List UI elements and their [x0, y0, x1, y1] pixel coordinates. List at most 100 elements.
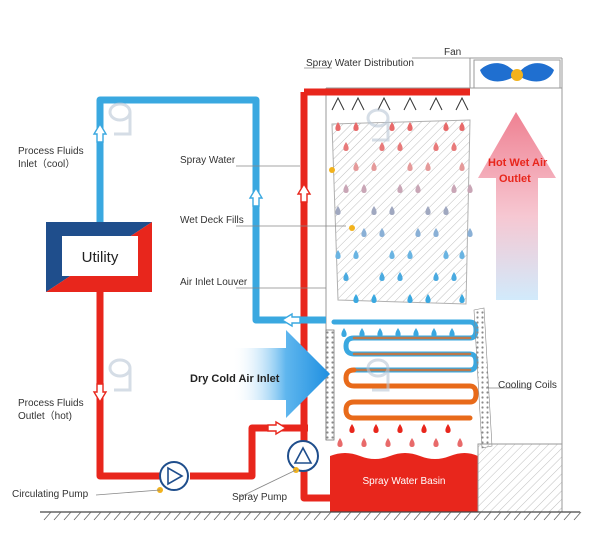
droplet-icon — [431, 328, 437, 337]
utility-box: Utility — [46, 222, 152, 292]
droplet-icon — [353, 122, 359, 131]
droplet-icon — [459, 250, 465, 259]
cooling-coils — [331, 319, 479, 421]
hot-wet-air-label-2: Outlet — [499, 173, 531, 185]
droplet-icon — [425, 206, 431, 215]
droplet-icon — [379, 272, 385, 281]
coil-side-fill — [473, 307, 493, 449]
hot-wet-air-label-1: Hot Wet Air — [488, 157, 548, 169]
droplet-icon — [425, 162, 431, 171]
droplet-icon — [371, 294, 377, 303]
droplet-icon — [343, 142, 349, 151]
droplet-icon — [409, 438, 415, 447]
dry-cold-air-inlet-label: Dry Cold Air Inlet — [190, 373, 280, 385]
labels: Fan Spray Water Distribution Process Flu… — [12, 47, 557, 503]
droplet-icon — [343, 272, 349, 281]
droplet-icon — [433, 272, 439, 281]
droplet-icon — [379, 142, 385, 151]
pump-icon — [293, 446, 313, 464]
spray-water-basin: Spray Water Basin — [330, 453, 478, 512]
pump-icon — [167, 466, 184, 486]
air-inlet-louver-label: Air Inlet Louver — [180, 277, 248, 288]
spray-pump-label: Spray Pump — [232, 492, 287, 503]
droplet-icon — [373, 424, 379, 433]
leader-lines — [95, 57, 530, 498]
droplet-icon — [349, 424, 355, 433]
droplet-icon — [443, 250, 449, 259]
circulating-pump-label: Circulating Pump — [12, 489, 89, 500]
droplet-icon — [443, 206, 449, 215]
hot-wet-air-arrow — [478, 112, 556, 300]
utility-label: Utility — [82, 249, 119, 266]
fan-icon — [480, 63, 554, 82]
droplet-icon — [407, 162, 413, 171]
droplet-icon — [397, 142, 403, 151]
droplet-icon — [341, 328, 347, 337]
droplet-icon — [353, 162, 359, 171]
droplet-icon — [343, 184, 349, 193]
droplet-icon — [457, 438, 463, 447]
water-droplets — [335, 122, 473, 447]
droplet-icon — [361, 184, 367, 193]
droplet-icon — [443, 122, 449, 131]
process-inlet-label-2: Inlet（cool） — [18, 158, 75, 170]
droplet-icon — [337, 438, 343, 447]
fan — [473, 59, 561, 89]
droplet-icon — [459, 294, 465, 303]
droplet-icon — [467, 228, 473, 237]
droplet-icon — [451, 184, 457, 193]
droplet-icon — [445, 424, 451, 433]
droplet-icon — [389, 206, 395, 215]
droplet-icon — [433, 438, 439, 447]
droplet-icon — [389, 122, 395, 131]
circulating-pump — [157, 461, 189, 493]
droplet-icon — [397, 272, 403, 281]
dry-cold-air-arrow — [232, 330, 330, 418]
droplet-icon — [459, 122, 465, 131]
flow-arrow-icon — [92, 122, 312, 436]
tower-base — [477, 443, 563, 513]
droplet-icon — [377, 328, 383, 337]
droplet-icon — [361, 228, 367, 237]
spray-water-distribution-label: Spray Water Distribution — [306, 58, 414, 69]
droplet-icon — [385, 438, 391, 447]
droplet-icon — [397, 184, 403, 193]
droplet-icon — [459, 162, 465, 171]
cooling-coils-label: Cooling Coils — [498, 380, 557, 391]
air-inlet-louver — [325, 329, 335, 441]
droplet-icon — [433, 142, 439, 151]
droplet-icon — [371, 162, 377, 171]
droplet-icon — [413, 328, 419, 337]
droplet-icon — [397, 424, 403, 433]
wet-deck-fills-label: Wet Deck Fills — [180, 215, 244, 226]
droplet-icon — [407, 294, 413, 303]
fan-label: Fan — [444, 47, 461, 58]
droplet-icon — [379, 228, 385, 237]
droplet-icon — [451, 272, 457, 281]
spray-water-basin-label: Spray Water Basin — [363, 476, 446, 487]
droplet-icon — [335, 250, 341, 259]
droplet-icon — [353, 294, 359, 303]
spray-pump — [287, 440, 319, 473]
droplet-icon — [449, 328, 455, 337]
droplet-icon — [335, 122, 341, 131]
droplet-icon — [421, 424, 427, 433]
droplet-icon — [451, 142, 457, 151]
process-outlet-label-2: Outlet（hot) — [18, 410, 72, 422]
spray-water-label: Spray Water — [180, 155, 236, 166]
ground — [40, 511, 582, 521]
droplet-icon — [335, 206, 341, 215]
droplet-icon — [407, 122, 413, 131]
droplet-icon — [395, 328, 401, 337]
droplet-icon — [361, 438, 367, 447]
droplet-icon — [425, 294, 431, 303]
droplet-icon — [415, 228, 421, 237]
spray-nozzles — [331, 96, 469, 111]
wet-deck-fills — [329, 119, 471, 305]
droplet-icon — [407, 250, 413, 259]
droplet-icon — [353, 250, 359, 259]
process-outlet-label-1: Process Fluids — [18, 398, 84, 409]
process-inlet-label-1: Process Fluids — [18, 146, 84, 157]
droplet-icon — [359, 328, 365, 337]
